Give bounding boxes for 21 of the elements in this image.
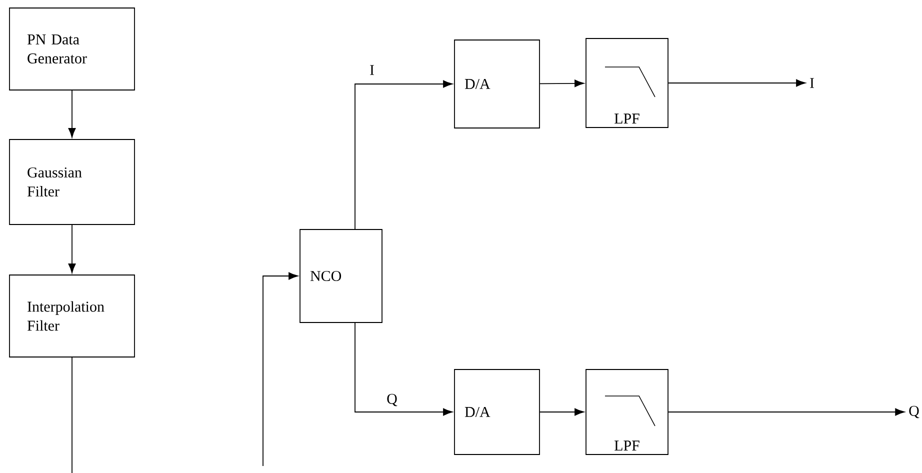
arrow (540, 408, 584, 416)
arrow (68, 224, 76, 274)
block-box: Gaussian Filter (9, 139, 135, 225)
output-label: I (810, 78, 814, 88)
arrow (262, 272, 298, 466)
arrow (354, 322, 453, 416)
block-box: Interpolation Filter (9, 274, 135, 358)
output-label: Q (909, 406, 920, 418)
edge-label: I (368, 64, 376, 76)
arrow (668, 408, 905, 416)
filter-box: LPF (586, 38, 668, 128)
arrow (540, 80, 584, 88)
block-box: D/A (454, 40, 540, 128)
filter-box: LPF (586, 369, 668, 455)
block-box: NCO (300, 229, 382, 323)
arrow (68, 90, 76, 138)
block-box: D/A (454, 369, 540, 455)
edge-label: Q (386, 392, 398, 408)
arrow (668, 79, 806, 87)
block-box: PN Data Generator (9, 8, 135, 90)
arrow (354, 80, 453, 230)
